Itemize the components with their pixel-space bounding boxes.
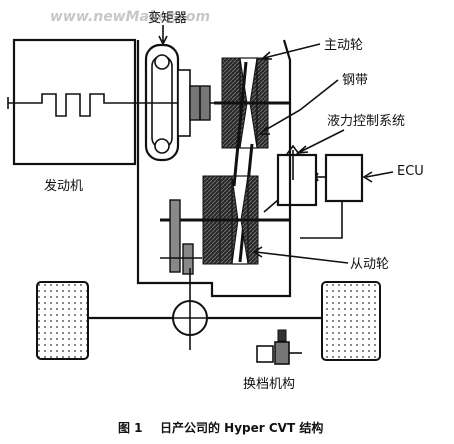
- hydraulic-control-box: [276, 153, 318, 207]
- driven-pulley-arrow: [252, 246, 349, 264]
- driven-pulley: [160, 175, 290, 265]
- ecu-arrow: [362, 171, 394, 183]
- figure-caption: 日产公司的 Hyper CVT 结构: [160, 420, 323, 435]
- engine-label: 发动机: [44, 178, 83, 194]
- shift-mechanism-label: 换档机构: [243, 377, 295, 392]
- ecu-sensor-line: [300, 201, 343, 239]
- ecu-hydraulic-arrowhead: [315, 172, 319, 182]
- left-wheel: [36, 281, 89, 360]
- axle-differential: [88, 300, 322, 336]
- hydraulic-control-label: 液力控制系统: [327, 114, 405, 129]
- transmission-housing: [136, 39, 292, 298]
- steel-belt-label: 钢带: [342, 73, 368, 88]
- drive-pulley-label: 主动轮: [324, 38, 363, 53]
- steel-belt-arrow: [258, 79, 339, 135]
- hydraulic-control-arrow: [295, 129, 345, 155]
- torque-converter-label: 变矩器: [148, 10, 187, 26]
- torque-converter: [144, 43, 211, 162]
- torque-converter-arrow: [158, 25, 168, 46]
- right-wheel: [321, 281, 381, 361]
- drive-pulley-arrow: [259, 43, 321, 60]
- drive-pulley: [214, 57, 290, 149]
- hydraulic-to-pulley-line: [286, 144, 300, 180]
- watermark: www.newMaker.com: [50, 9, 210, 25]
- ecu-label: ECU: [397, 164, 424, 179]
- ecu-box: [324, 153, 364, 203]
- figure-number: 图 1: [118, 421, 143, 435]
- shift-mechanism: [256, 329, 302, 365]
- driven-pulley-label: 从动轮: [350, 257, 389, 272]
- engine: [7, 38, 137, 166]
- hydraulic-to-driven-line: [263, 199, 279, 213]
